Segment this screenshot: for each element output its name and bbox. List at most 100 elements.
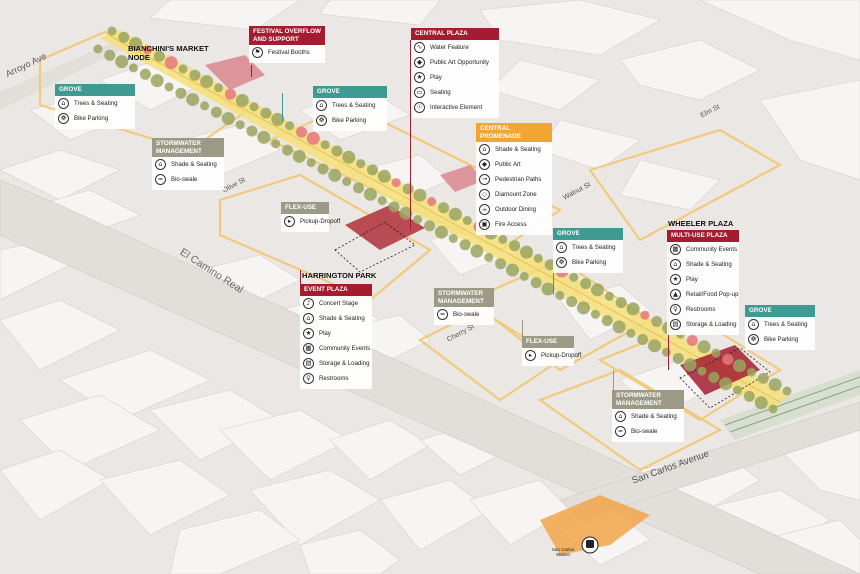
street-tree [495, 258, 507, 270]
street-tree [782, 386, 792, 396]
callout-item-label: Bike Parking [572, 258, 607, 266]
street-tree [139, 68, 151, 80]
street-tree [282, 144, 293, 156]
callout-item-label: Pickup-Dropoff [541, 351, 582, 359]
street-tree [533, 253, 543, 263]
callout-stormwater-right: STORMWATER MANAGEMENT⌂Shade & Seating≈Bi… [612, 390, 684, 442]
street-tree [164, 82, 174, 92]
callout-item-label: Bio-swale [171, 176, 198, 183]
street-tree [651, 316, 663, 327]
street-tree [498, 234, 508, 244]
callout-item: ≈Bio-swale [152, 172, 224, 187]
callout-item: ▦Community Events [667, 242, 739, 257]
callout-item: ☉Interactive Element [411, 100, 499, 115]
callout-item: ◆Public Art Opportunity [411, 55, 499, 70]
bench-icon: ⌂ [303, 312, 314, 324]
callout-item-label: Restrooms [686, 305, 716, 313]
street-tree [555, 290, 565, 300]
callout-item-label: Festival Booths [268, 49, 310, 56]
callout-item: ≈Bio-swale [434, 307, 494, 322]
bench-icon: ⌂ [748, 318, 759, 330]
street-tree [153, 50, 165, 62]
callout-item-label: Trees & Seating [764, 320, 808, 328]
interactive-icon: ☉ [414, 101, 425, 113]
callout-item: ▲Retail/Food Pop-up [667, 287, 739, 302]
street-tree [413, 215, 423, 224]
street-tree [200, 75, 214, 88]
bench-icon: ⌂ [670, 258, 681, 270]
street-tree [661, 347, 671, 357]
street-tree [438, 202, 450, 214]
street-tree [580, 278, 592, 290]
blossom-tree [143, 45, 152, 55]
street-tree [115, 55, 129, 69]
street-tree [637, 334, 649, 345]
fountain-icon: ∿ [414, 41, 425, 53]
callout-item-label: Public Art Opportunity [430, 58, 489, 66]
street-tree [697, 340, 711, 354]
blossom-tree [640, 310, 650, 320]
callout-item-label: Fire Access [495, 221, 527, 228]
restroom-icon: ♀ [670, 303, 681, 315]
street-tree [107, 26, 117, 36]
callout-header: GROVE [313, 86, 387, 98]
street-tree [175, 87, 187, 99]
street-tree [257, 130, 271, 144]
street-tree [200, 101, 210, 111]
street-tree [377, 196, 387, 206]
callout-item-label: Play [319, 329, 331, 337]
street-tree [235, 94, 249, 107]
street-tree [129, 37, 143, 51]
callout-item: ▭Seating [411, 85, 499, 100]
callout-item-label: Trees & Seating [74, 99, 118, 107]
bench-icon: ⌂ [479, 144, 490, 155]
blossom-tree [164, 56, 178, 70]
car-icon: ▸ [525, 349, 536, 361]
callout-flex-use-left: FLEX-USE▸Pickup-Dropoff [281, 202, 340, 232]
leader-grove-mid [282, 93, 283, 121]
callout-item: ☕Outdoor Dining [476, 202, 552, 217]
callout-item-label: Public Art [495, 161, 521, 168]
street-tree [342, 177, 352, 187]
street-tree [530, 277, 542, 289]
callout-header: MULTI-USE PLAZA [667, 230, 739, 242]
callout-item-label: Outdoor Dining [495, 206, 536, 213]
street-tree [388, 201, 400, 213]
street-tree [462, 216, 472, 225]
callout-item-label: Shade & Seating [171, 161, 217, 168]
callout-grove-right: GROVE⌂Trees & Seating☸Bike Parking [553, 228, 623, 273]
title-harrington: HARRINGTON PARK [302, 271, 377, 280]
leader-event-plaza [300, 270, 301, 292]
callout-event-plaza: EVENT PLAZA♪Concert Stage⌂Shade & Seatin… [300, 284, 372, 389]
blossom-tree [391, 178, 401, 188]
leader-stormwater-right [613, 370, 614, 395]
bench-icon: ⌂ [58, 97, 69, 109]
bench-icon: ⌂ [155, 159, 166, 170]
callout-item: ⌂Shade & Seating [667, 257, 739, 272]
street-tree [541, 282, 555, 296]
street-tree [520, 245, 533, 259]
callout-item-label: Shade & Seating [631, 413, 677, 420]
callout-item: →Pedestrian Paths [476, 172, 552, 187]
leader-flex-right [522, 320, 523, 338]
bike-icon: ☸ [748, 333, 759, 345]
callout-item: ◇Diamount Zone [476, 187, 552, 202]
street-tree [470, 244, 484, 258]
restroom-icon: ♀ [303, 372, 314, 384]
street-tree [210, 106, 222, 118]
street-tree [757, 372, 769, 384]
callout-item: ⌂ Trees & Seating [745, 317, 815, 332]
street-tree [271, 139, 281, 149]
street-tree [189, 69, 201, 81]
callout-item: ⌂Shade & Seating [300, 311, 372, 326]
street-tree [733, 385, 742, 395]
blossom-tree [686, 335, 698, 346]
street-tree [221, 112, 235, 125]
street-tree [719, 377, 733, 391]
leader-festival [251, 65, 252, 77]
street-tree [544, 259, 556, 271]
street-tree [754, 396, 768, 410]
street-tree [413, 188, 427, 202]
callout-header: CENTRAL PLAZA [411, 28, 499, 40]
street-tree [214, 83, 224, 93]
